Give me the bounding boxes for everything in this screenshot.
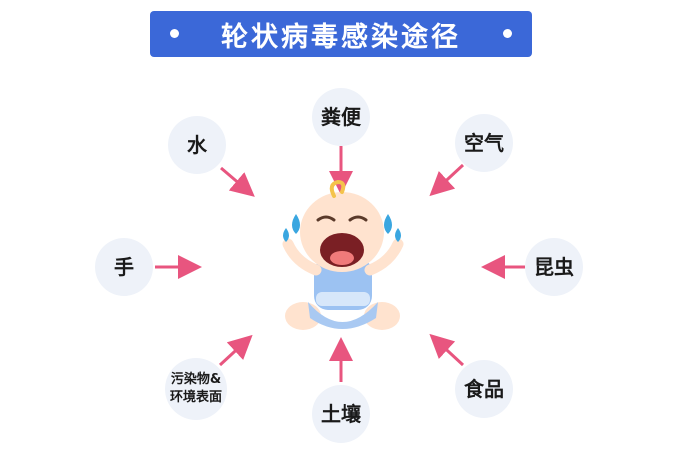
arrow-food	[429, 333, 465, 367]
page-title: 轮状病毒感染途径	[221, 21, 461, 53]
arrow-water	[220, 166, 255, 197]
arrow-air	[429, 163, 465, 197]
route-label-contaminated-surfaces: 污染物& 环境表面	[169, 372, 222, 405]
crying-baby-icon	[282, 179, 404, 330]
route-label-feces: 粪便	[321, 105, 361, 129]
route-node-insects: 昆虫	[525, 238, 583, 296]
route-node-feces: 粪便	[312, 88, 370, 146]
title-dot-left	[170, 29, 179, 38]
route-label-soil: 土壤	[321, 402, 361, 426]
route-label-food: 食品	[464, 377, 504, 401]
route-node-soil: 土壤	[312, 385, 370, 443]
route-node-food: 食品	[455, 360, 513, 418]
route-label-insects: 昆虫	[534, 255, 574, 279]
route-label-hands: 手	[114, 255, 134, 279]
title-banner: 轮状病毒感染途径	[150, 11, 532, 57]
route-label-water: 水	[187, 133, 207, 157]
route-node-contaminated-surfaces: 污染物& 环境表面	[165, 358, 227, 420]
arrow-contaminated-surfaces	[218, 334, 253, 367]
route-label-air: 空气	[464, 131, 504, 155]
route-node-water: 水	[168, 116, 226, 174]
title-dot-right	[503, 29, 512, 38]
route-node-air: 空气	[455, 114, 513, 172]
arrows	[155, 146, 525, 382]
route-node-hands: 手	[95, 238, 153, 296]
